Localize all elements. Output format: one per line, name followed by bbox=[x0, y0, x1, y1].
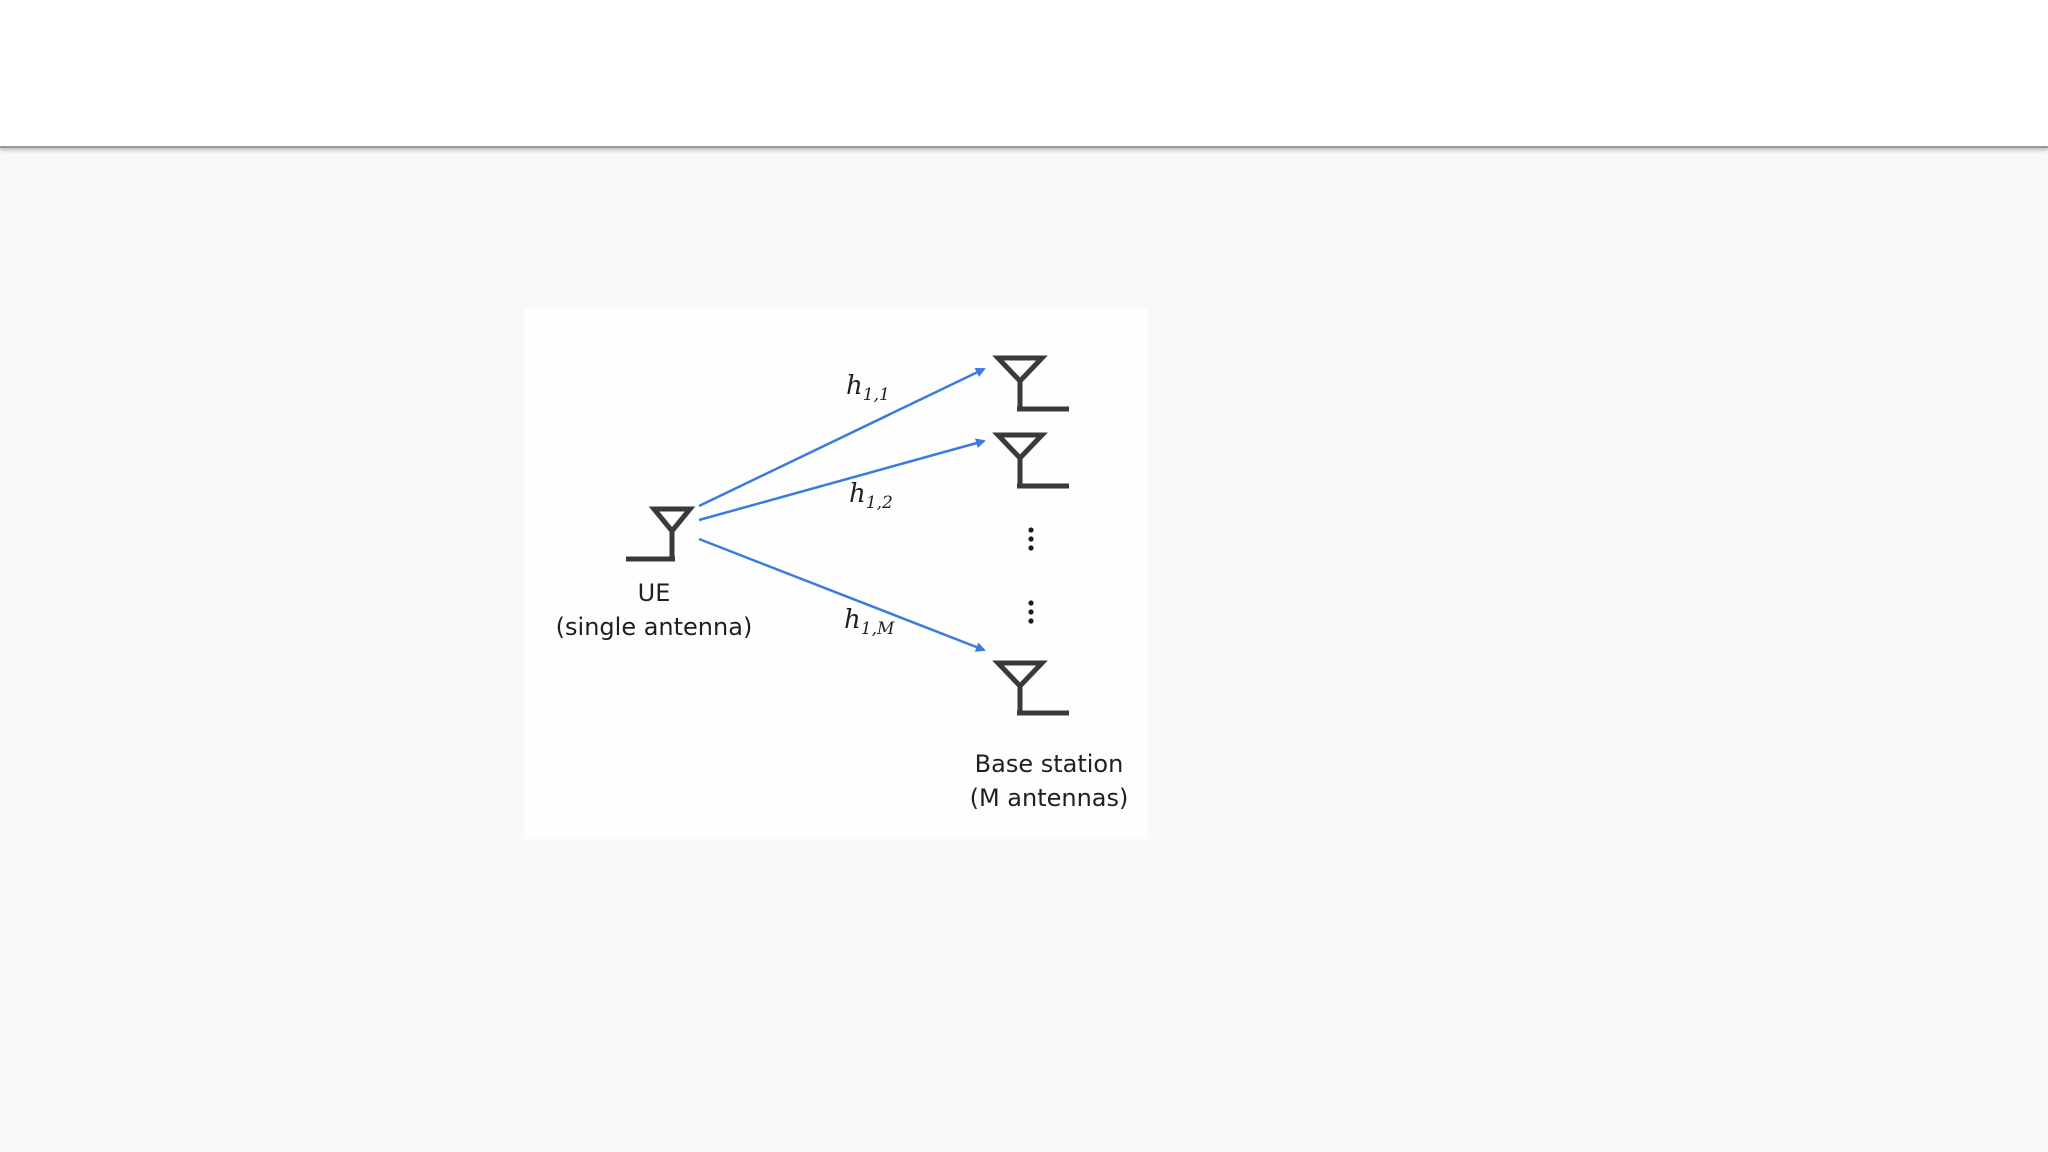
channel-label-m: h1,M bbox=[844, 605, 894, 639]
channel-arrow-m bbox=[698, 537, 986, 652]
channel-subscript: 1,2 bbox=[865, 493, 893, 513]
vertical-ellipsis-icon-1 bbox=[1028, 527, 1034, 551]
bs-antenna-2-icon bbox=[992, 432, 1069, 489]
channel-arrow-2 bbox=[698, 438, 986, 522]
bs-antenna-1-icon bbox=[992, 355, 1069, 412]
base-station-label-line2: (M antennas) bbox=[969, 784, 1129, 812]
ue-label-line1: UE bbox=[637, 579, 671, 607]
base-station-label: Base station (M antennas) bbox=[924, 747, 1174, 815]
bs-antenna-m-icon bbox=[992, 660, 1069, 716]
channel-symbol: h bbox=[849, 479, 866, 509]
channel-label-2: h1,2 bbox=[849, 479, 893, 513]
vertical-ellipsis-icon-2 bbox=[1028, 600, 1034, 624]
top-bar bbox=[0, 0, 2048, 148]
ue-label: UE (single antenna) bbox=[544, 576, 764, 644]
channel-symbol: h bbox=[844, 605, 861, 635]
channel-arrow-1 bbox=[698, 367, 986, 508]
base-station-label-line1: Base station bbox=[974, 750, 1124, 778]
channel-subscript: 1,1 bbox=[862, 385, 890, 405]
channel-subscript: 1,M bbox=[860, 619, 895, 639]
diagram-drawing bbox=[626, 355, 1069, 716]
ue-antenna-icon bbox=[626, 506, 696, 562]
diagram-canvas: h1,1 h1,2 h1,M UE (single antenna) Base … bbox=[524, 309, 1148, 839]
ue-label-line2: (single antenna) bbox=[555, 613, 753, 641]
channel-symbol: h bbox=[846, 371, 863, 401]
channel-label-1: h1,1 bbox=[846, 371, 890, 405]
